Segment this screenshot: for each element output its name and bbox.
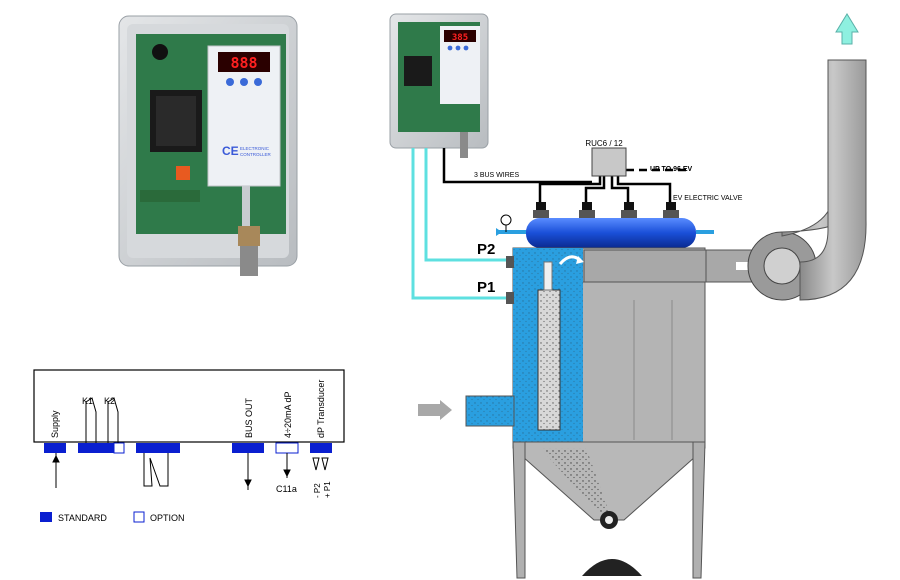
button-down-icon bbox=[226, 78, 234, 86]
p1-label: P1 bbox=[477, 279, 495, 296]
supply-label: Supply bbox=[50, 410, 60, 438]
dust-collector bbox=[418, 247, 707, 579]
exhaust-arrow-icon bbox=[835, 13, 859, 45]
pressure-hoses bbox=[411, 148, 512, 300]
pressure-gauge-icon bbox=[500, 214, 512, 226]
k2-label: K2 bbox=[104, 396, 115, 406]
controller-photo-small: 385 bbox=[389, 13, 489, 158]
electric-valve bbox=[666, 202, 676, 210]
bus-wiring bbox=[442, 148, 690, 204]
brand-line-2: CONTROLLER bbox=[240, 152, 272, 157]
display-value: 888 bbox=[230, 54, 257, 72]
analog-out-label: 4÷20mA dP bbox=[283, 392, 293, 438]
led-display bbox=[218, 52, 270, 72]
terminal-relays bbox=[136, 443, 180, 453]
legend-standard-swatch bbox=[40, 512, 52, 522]
dust-pile bbox=[582, 559, 642, 576]
controller-photo-large: 888 CE ELECTRONIC CONTROLLER bbox=[118, 15, 298, 276]
pressure-fitting bbox=[238, 226, 260, 246]
legend-standard-label: STANDARD bbox=[58, 513, 107, 523]
terminal-supply bbox=[44, 443, 66, 453]
button-set-icon bbox=[240, 78, 248, 86]
relay bbox=[152, 44, 168, 60]
bus-out-label: BUS OUT bbox=[244, 397, 254, 438]
terminal-k2 bbox=[102, 443, 114, 453]
ruc-label: RUC6 / 12 bbox=[585, 139, 623, 148]
terminal-schematic: Supply K1 K2 BUS OUT 4÷20mA dP dP Transd… bbox=[33, 369, 345, 498]
p2-port-label: - P2 bbox=[313, 483, 322, 498]
c11a-label: C11a bbox=[276, 484, 297, 494]
inlet-arrow-icon bbox=[418, 400, 452, 420]
legend-option-label: OPTION bbox=[150, 513, 185, 523]
port-p1 bbox=[506, 292, 514, 304]
terminal-analog-out bbox=[275, 442, 299, 454]
port-p2 bbox=[506, 256, 514, 268]
k1-label: K1 bbox=[82, 396, 93, 406]
terminal-box bbox=[33, 369, 345, 443]
exhaust-system bbox=[705, 13, 867, 301]
electric-valves bbox=[533, 202, 679, 218]
p1-port-label: + P1 bbox=[323, 481, 332, 498]
pressure-tube bbox=[242, 186, 250, 226]
transducer-label: dP Transducer bbox=[316, 380, 326, 438]
terminal-bus-out bbox=[232, 443, 264, 453]
display-value-small: 385 bbox=[452, 33, 468, 43]
terminal-transducer bbox=[310, 443, 332, 453]
p2-label: P2 bbox=[477, 241, 495, 258]
hose-p2 bbox=[424, 148, 512, 262]
legend-option-swatch bbox=[133, 511, 145, 523]
up-to-label: UP TO 96 EV bbox=[650, 166, 692, 173]
electric-valve bbox=[536, 202, 546, 210]
ruc-module bbox=[591, 147, 627, 177]
ev-label: EV ELECTRIC VALVE bbox=[673, 195, 743, 202]
air-tank bbox=[496, 214, 714, 248]
terminal-k1 bbox=[78, 443, 102, 453]
button-up-icon bbox=[254, 78, 262, 86]
bus-wires-label: 3 BUS WIRES bbox=[474, 172, 519, 179]
electric-valve bbox=[582, 202, 592, 210]
legend: STANDARD OPTION bbox=[40, 511, 185, 523]
electric-valve bbox=[624, 202, 634, 210]
brand-line-1: ELECTRONIC bbox=[240, 146, 270, 151]
terminal-k2-option bbox=[113, 442, 125, 454]
ce-mark: CE bbox=[222, 144, 239, 158]
hose-p1 bbox=[411, 148, 512, 300]
